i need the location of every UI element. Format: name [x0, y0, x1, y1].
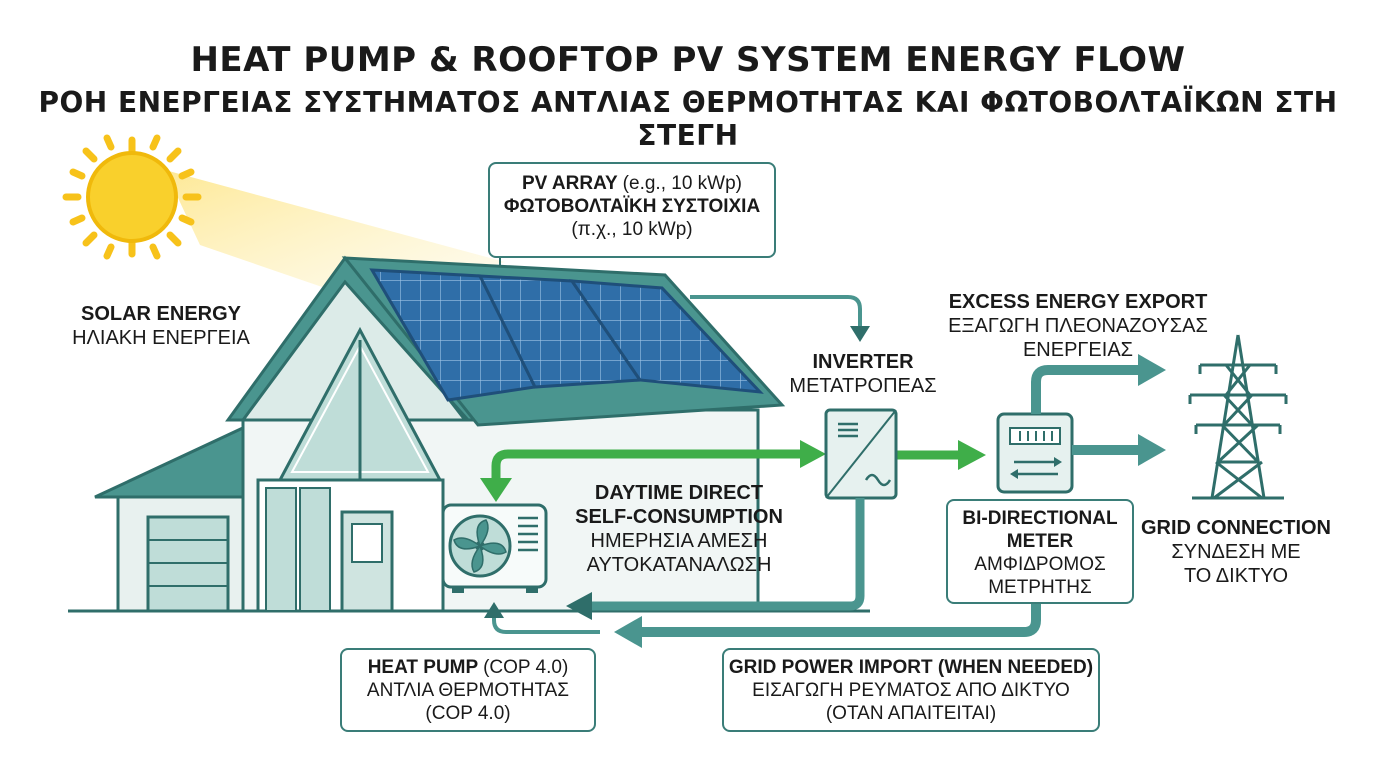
inverter-icon: [824, 408, 898, 500]
pv-array-title-el: ΦΩΤΟΒΟΛΤΑΪΚΗ ΣΥΣΤΟΙΧΙΑ: [503, 196, 761, 217]
inverter-to-meter-arrow: [896, 440, 986, 470]
grid-import-label-box: GRID POWER IMPORT (WHEN NEEDED) ΕΙΣΑΓΩΓΗ…: [722, 648, 1100, 732]
pv-array-label-box: PV ARRAY (e.g., 10 kWp) ΦΩΤΟΒΟΛΤΑΪΚΗ ΣΥΣ…: [488, 162, 776, 258]
pv-to-inverter-arrow: [690, 295, 870, 342]
heat-pump-title: HEAT PUMP: [367, 657, 478, 678]
pv-array-title: PV ARRAY: [522, 173, 618, 194]
pv-array-capacity-el: (π.χ., 10 kWp): [571, 219, 693, 240]
bi-directional-meter-icon: [996, 412, 1074, 494]
heatpump-supply-arrow: [484, 602, 600, 634]
grid-connection-label: GRID CONNECTION ΣΥΝΔΕΣΗ ΜΕ ΤΟ ΔΙΚΤΥΟ: [1141, 517, 1331, 587]
heat-pump-icon: [441, 503, 548, 593]
inverter-label: INVERTER ΜΕΤΑΤΡΟΠΕΑΣ: [789, 351, 937, 397]
garage: [94, 417, 262, 613]
heat-pump-title-el: ΑΝΤΛΙΑ ΘΕΡΜΟΤΗΤΑΣ: [366, 680, 570, 701]
inverter-to-heatpump-line: [566, 498, 865, 620]
page-subtitle: ΡΟΗ ΕΝΕΡΓΕΙΑΣ ΣΥΣΤΗΜΑΤΟΣ ΑΝΤΛΙΑΣ ΘΕΡΜΟΤΗ…: [38, 86, 1338, 152]
meter-to-grid-arrow: [1072, 434, 1166, 466]
self-consumption-arrow: [480, 440, 826, 502]
heat-pump-cop-el: (COP 4.0): [425, 703, 511, 724]
excess-export-label: EXCESS ENERGY EXPORT ΕΞΑΓΩΓΗ ΠΛΕΟΝΑΖΟΥΣΑ…: [948, 291, 1208, 361]
grid-import-arrow: [614, 598, 1041, 648]
page-title: HEAT PUMP & ROOFTOP PV SYSTEM ENERGY FLO…: [190, 40, 1186, 80]
solar-energy-label: SOLAR ENERGY ΗΛΙΑΚΗ ΕΝΕΡΓΕΙΑ: [72, 303, 250, 349]
heat-pump-label-box: HEAT PUMP (COP 4.0) ΑΝΤΛΙΑ ΘΕΡΜΟΤΗΤΑΣ (C…: [340, 648, 596, 732]
pv-array-panels: [369, 268, 764, 402]
sun-icon: [62, 134, 202, 260]
meter-label-box: BI-DIRECTIONAL METER ΑΜΦΙΔΡΟΜΟΣ ΜΕΤΡΗΤΗΣ: [946, 499, 1134, 604]
self-consumption-label: DAYTIME DIRECT SELF-CONSUMPTION ΗΜΕΡΗΣΙΑ…: [575, 482, 783, 576]
heat-pump-cop-en: (COP 4.0): [483, 657, 569, 678]
transmission-tower-icon: [1188, 334, 1288, 500]
export-arrow: [1031, 354, 1166, 414]
pv-array-capacity-en: (e.g., 10 kWp): [622, 173, 742, 194]
